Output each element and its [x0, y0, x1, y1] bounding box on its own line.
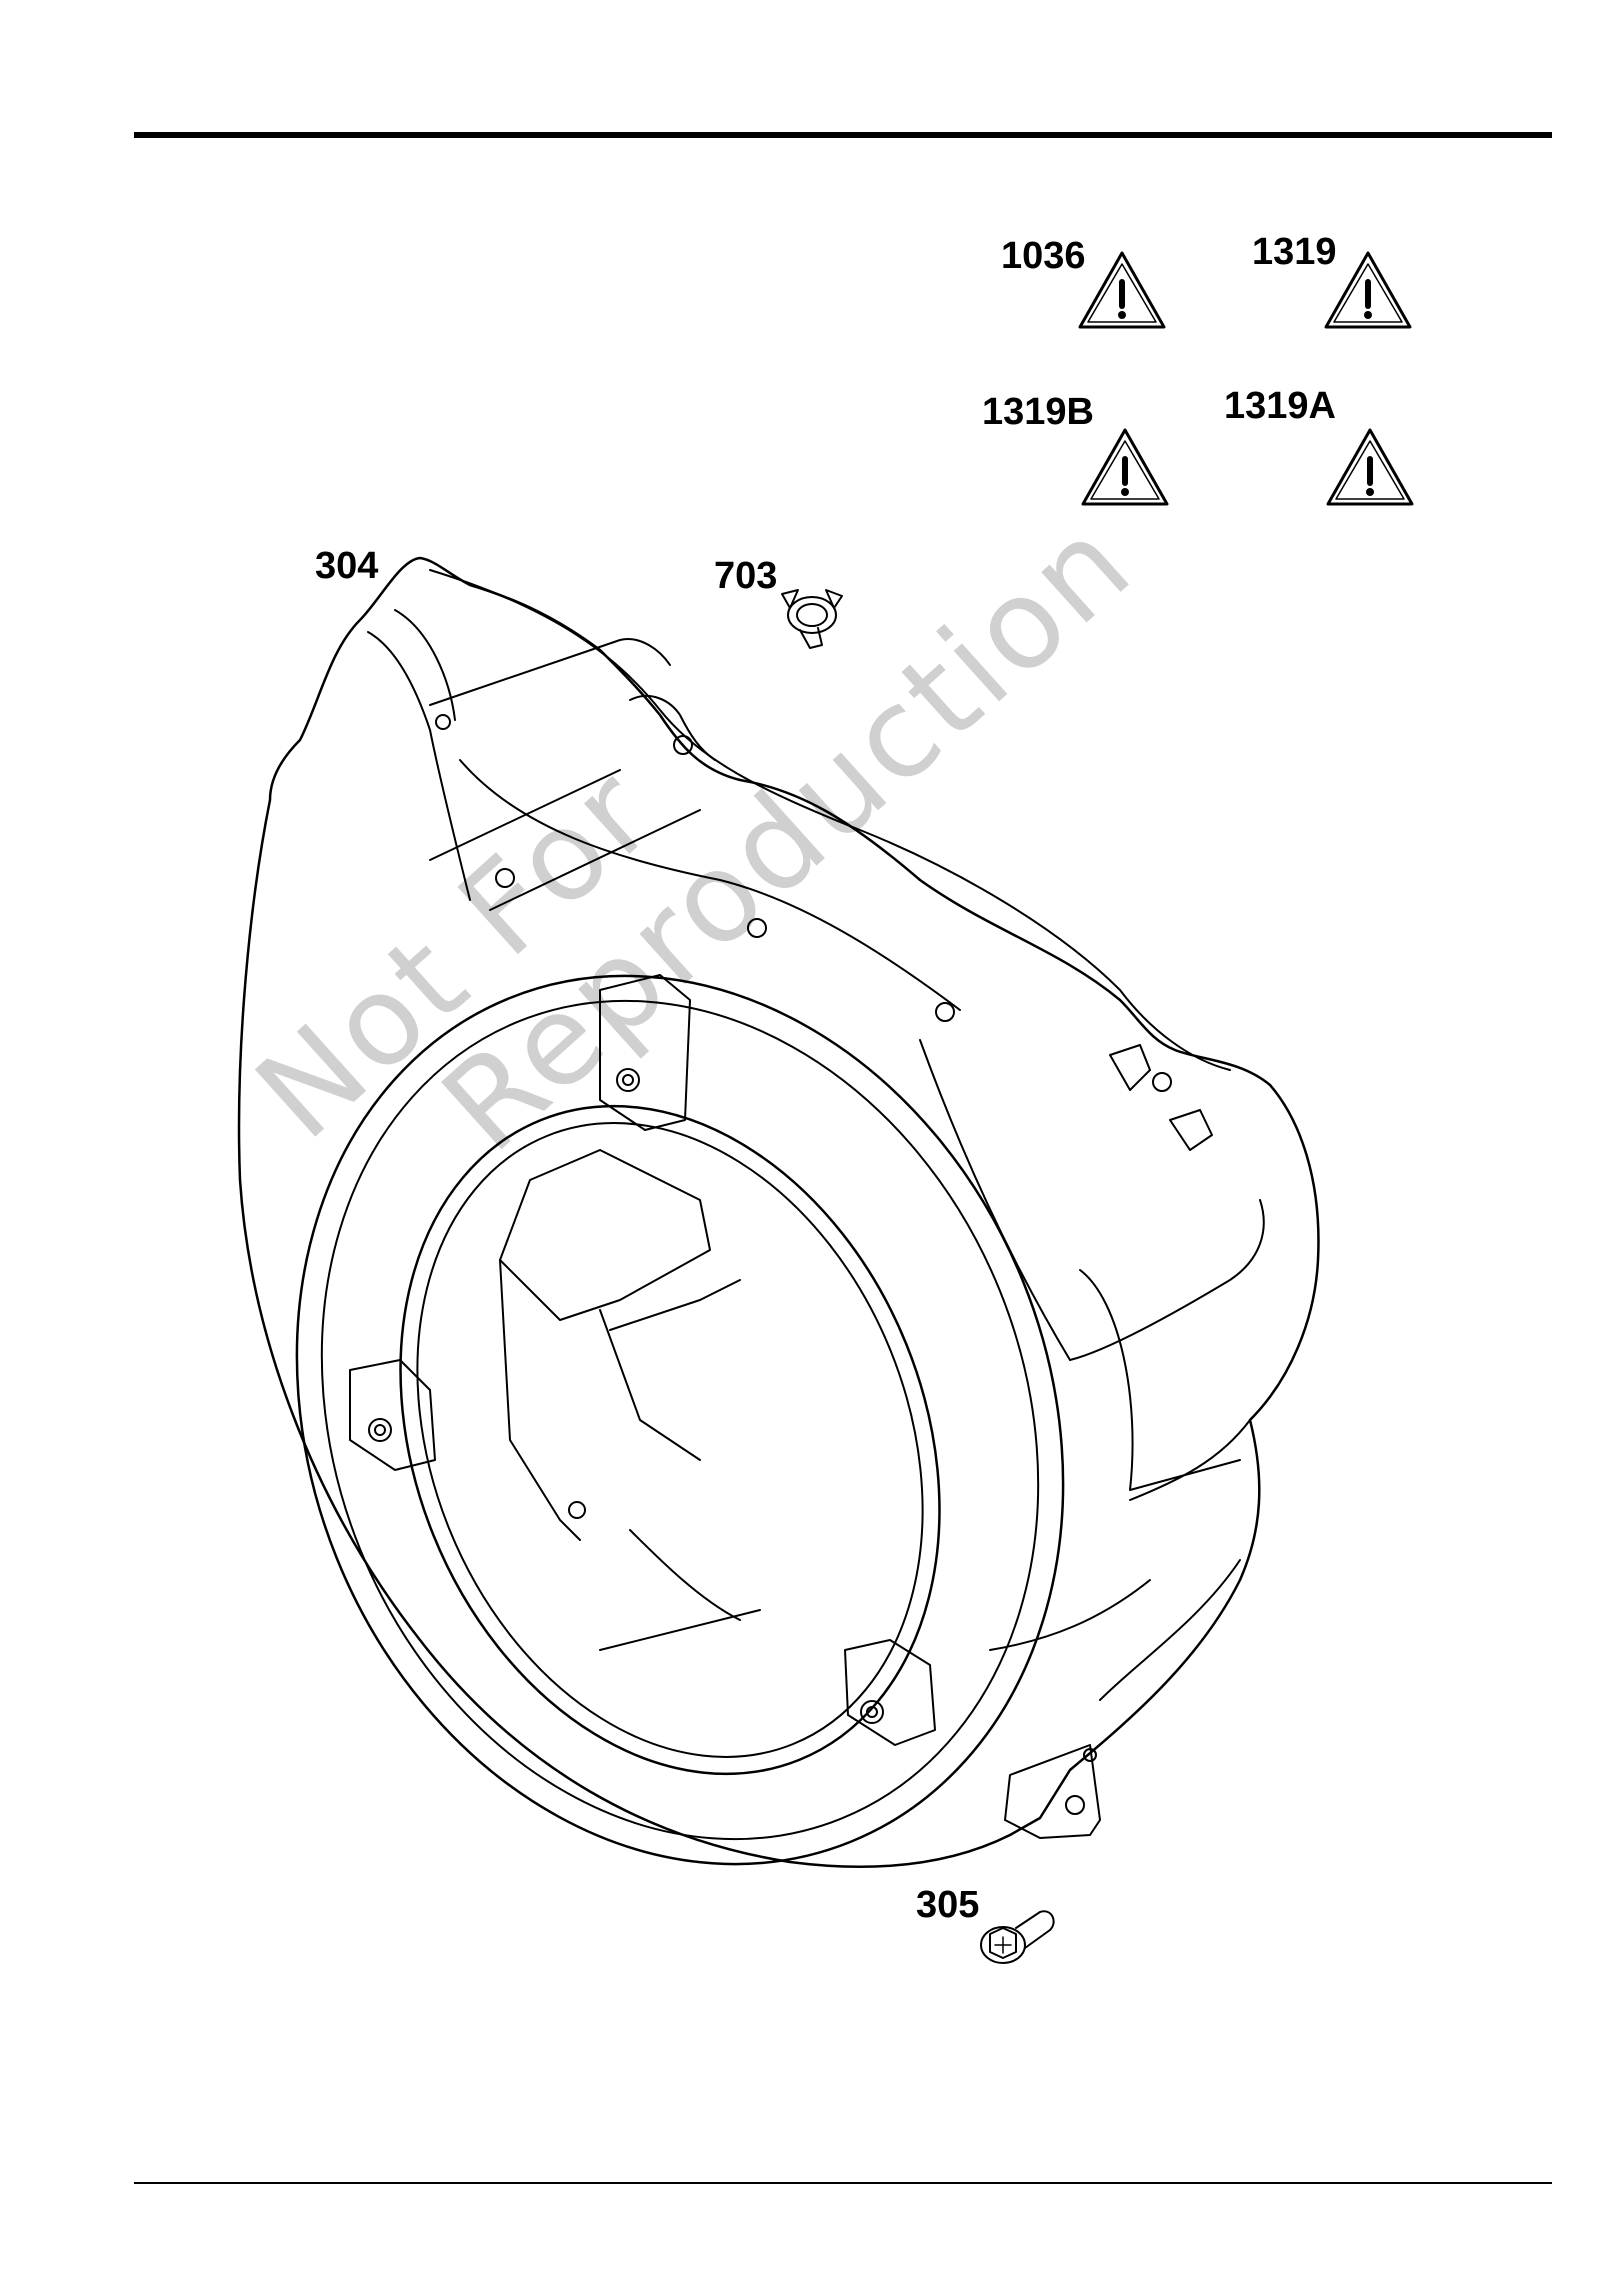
callout-304: 304 [315, 547, 378, 585]
warning-triangle-icon-1319 [1326, 253, 1410, 327]
warning-triangle-icon-1319a [1328, 430, 1412, 504]
callout-305: 305 [916, 1886, 979, 1924]
callout-1319: 1319 [1252, 233, 1337, 271]
callout-1036: 1036 [1001, 237, 1086, 275]
callout-1319a: 1319A [1224, 387, 1336, 425]
callout-703: 703 [714, 557, 777, 595]
callout-1319b: 1319B [982, 393, 1094, 431]
warning-triangle-icon-1319b [1083, 430, 1167, 504]
hose-clamp-part [782, 590, 842, 648]
flange-bolt-part [981, 1911, 1054, 1963]
blower-housing-part [166, 558, 1318, 1980]
warning-triangle-icon-1036 [1080, 253, 1164, 327]
